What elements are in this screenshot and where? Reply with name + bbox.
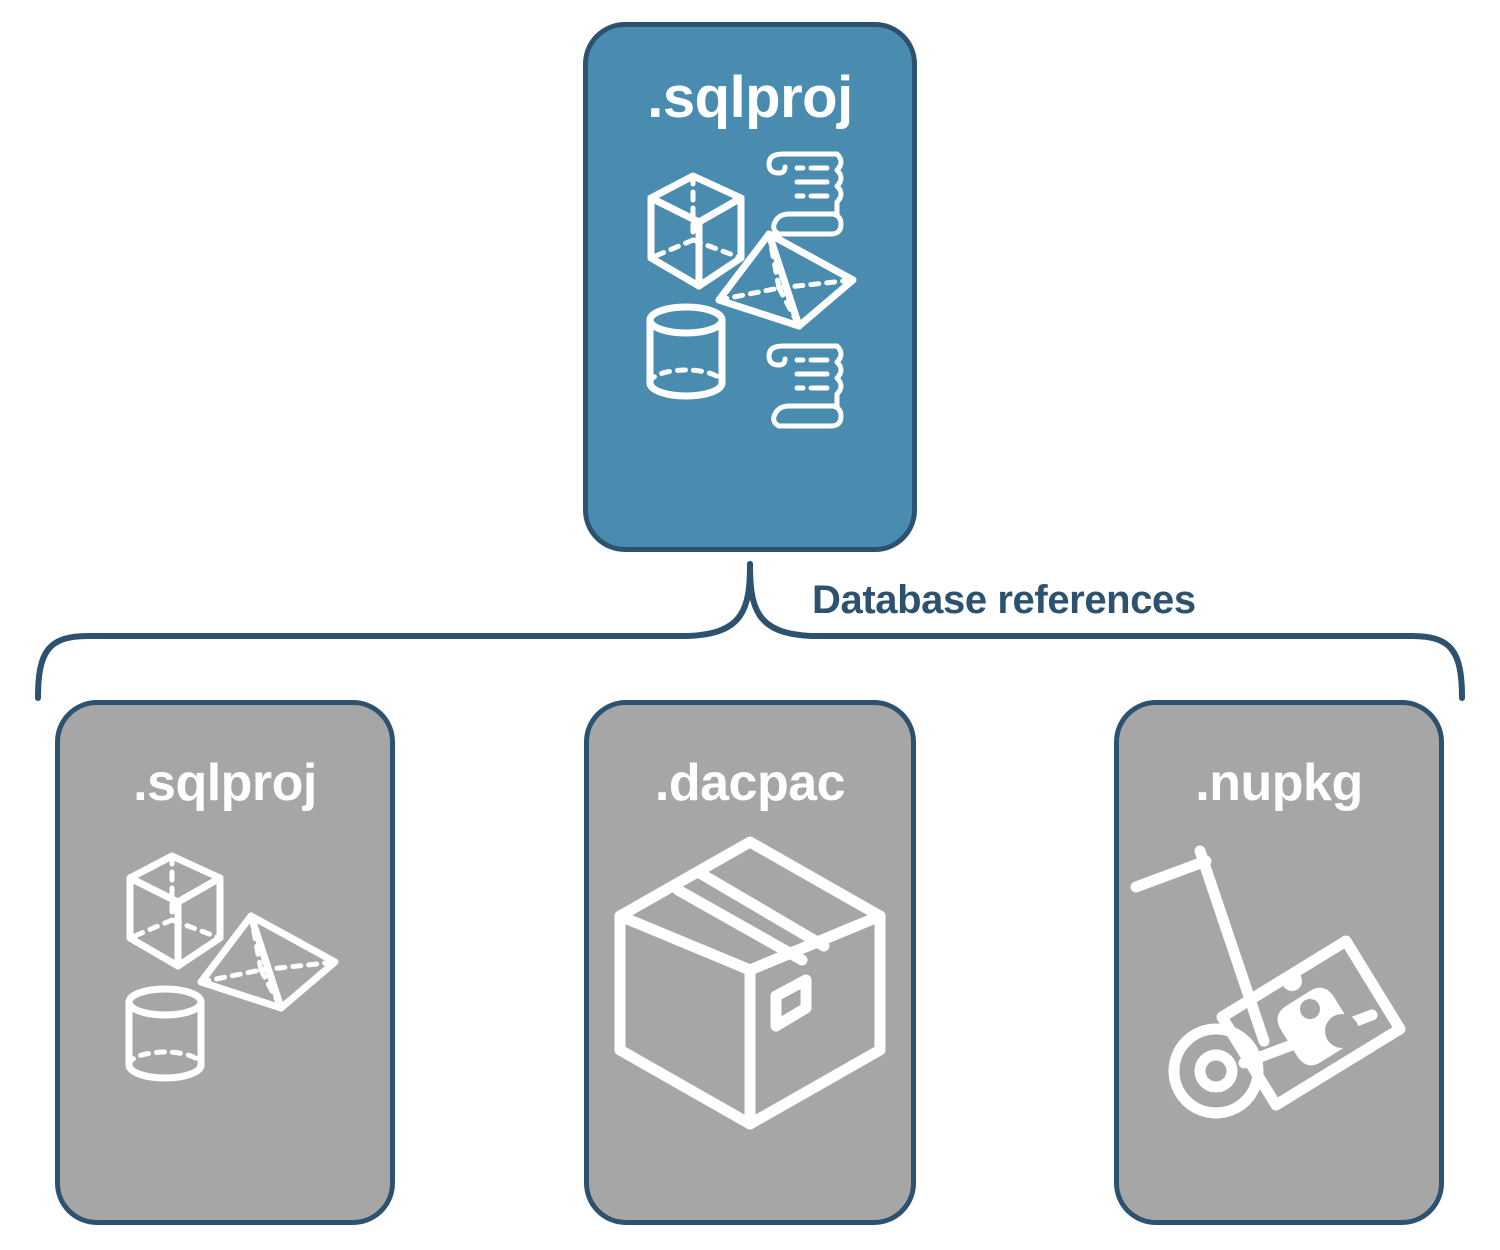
node-dacpac-reference[interactable]: .dacpac bbox=[584, 700, 916, 1225]
node-nupkg-reference[interactable]: .nupkg bbox=[1114, 700, 1444, 1225]
node-title: .sqlproj bbox=[133, 754, 317, 812]
node-title: .sqlproj bbox=[647, 65, 853, 130]
node-title: .dacpac bbox=[654, 754, 846, 812]
node-title: .nupkg bbox=[1195, 754, 1363, 812]
node-sqlproj-reference[interactable]: .sqlproj bbox=[55, 700, 395, 1225]
connector-label: Database references bbox=[812, 578, 1196, 622]
node-sqlproj-root[interactable]: .sqlproj bbox=[583, 22, 917, 552]
brace-connector bbox=[0, 548, 1500, 708]
